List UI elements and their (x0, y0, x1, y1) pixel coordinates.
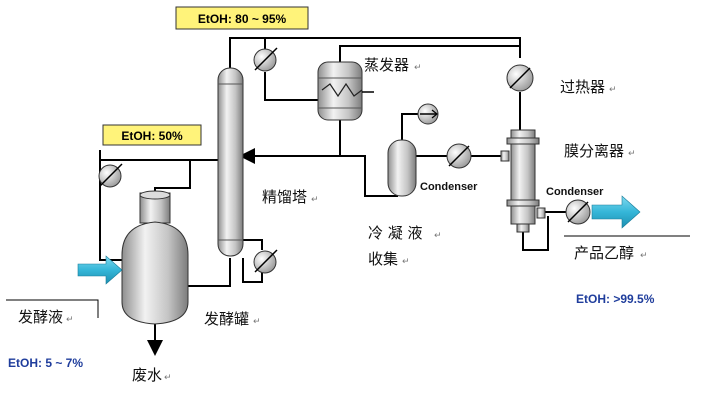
condenser-1-label: Condenser (420, 181, 478, 193)
feed-label: 发酵液 (18, 308, 63, 326)
condensate-label-line1-mark: ↵ (434, 231, 442, 241)
feed-arrow (77, 255, 123, 285)
membrane-separator-label: 膜分离器 (564, 142, 624, 160)
fermenter-tank (121, 190, 189, 325)
condensate-label-line2: 收集 (368, 250, 398, 268)
etoh-product-label: EtOH: >99.5% (576, 292, 655, 306)
evaporator-label: 蒸发器 (364, 56, 409, 74)
heat-exchanger-column-top (253, 47, 278, 72)
heat-exchanger-icons (98, 47, 591, 274)
product-arrow (591, 195, 641, 229)
evaporator-label-mark: ↵ (414, 63, 422, 73)
feed-label-mark: ↵ (66, 315, 74, 325)
superheater-label-mark: ↵ (609, 85, 617, 95)
fermenter-label-mark: ↵ (253, 317, 261, 327)
condenser-2-label: Condenser (546, 186, 604, 198)
product-label: 产品乙醇 (574, 244, 634, 262)
condenser-2-icon (565, 199, 591, 225)
superheater-label: 过热器 (560, 78, 605, 96)
condenser-1-icon (446, 143, 472, 169)
evaporator-unit (317, 61, 374, 121)
heat-exchanger-reboiler (253, 249, 278, 274)
membrane-separator-label-mark: ↵ (628, 149, 636, 159)
divider-lines (6, 235, 690, 318)
rectifier-label: 精馏塔 (262, 188, 307, 206)
waste-water-label: 废水 (132, 366, 162, 384)
vacuum-pump-icon (417, 103, 439, 125)
etoh-feed-label: EtOH: 5 ~ 7% (8, 356, 83, 370)
etoh-top-box: EtOH: 80 ~ 95% (175, 6, 309, 30)
condensate-label-line2-mark: ↵ (402, 257, 410, 267)
fermenter-label: 发酵罐 (204, 310, 249, 328)
rectifier-label-mark: ↵ (311, 195, 319, 205)
etoh-top-label: EtOH: 80 ~ 95% (198, 12, 287, 26)
condensate-collector (387, 139, 417, 197)
etoh-mid-box: EtOH: 50% (102, 124, 202, 146)
product-label-mark: ↵ (640, 251, 648, 261)
rectifier-column (217, 67, 244, 257)
waste-water-label-mark: ↵ (164, 373, 172, 383)
membrane-separator-unit (500, 129, 546, 233)
superheater-icon (506, 64, 534, 92)
heat-exchanger-feed (98, 163, 123, 188)
piping (99, 37, 566, 356)
etoh-mid-label: EtOH: 50% (121, 129, 183, 143)
condensate-label-line1: 冷 凝 液 (368, 224, 423, 242)
